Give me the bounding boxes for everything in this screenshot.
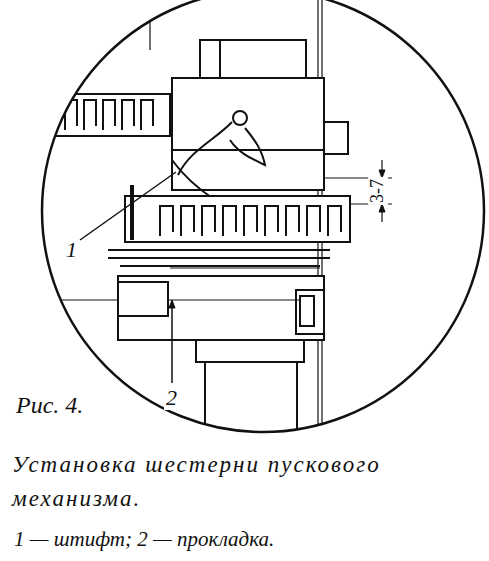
gear-tooth (65, 100, 77, 130)
dimension-label: 3-7 (368, 177, 388, 205)
callout-number: 1 (64, 238, 79, 262)
gear-tooth (181, 206, 194, 236)
gear-tooth (202, 206, 215, 236)
gear-tooth (286, 206, 299, 236)
gear-tooth (141, 100, 153, 130)
gear-tooth (307, 206, 320, 236)
legend-text: 1 — штифт; 2 — прокладка. (12, 528, 276, 551)
gear-tooth (46, 100, 58, 130)
callout-number: 2 (164, 386, 179, 410)
figure-caption: Установка шестерни пускового механизма. (12, 448, 477, 516)
gear-tooth (244, 206, 257, 236)
gear-tooth (160, 206, 173, 236)
gear-tooth (265, 206, 278, 236)
gear-tooth (122, 100, 134, 130)
gear-tooth (223, 206, 236, 236)
gear-tooth (328, 206, 341, 236)
figure-number: Рис. 4. (14, 392, 85, 418)
gear-tooth (103, 100, 115, 130)
gear-tooth (84, 100, 96, 130)
